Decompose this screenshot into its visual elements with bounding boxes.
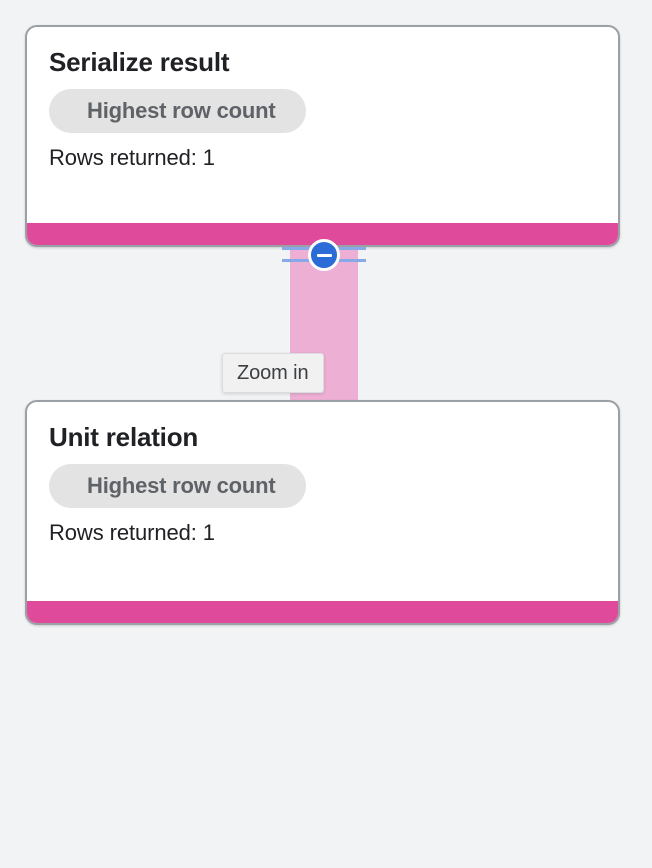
graph-node-unit-relation[interactable]: Unit relation Highest row count Rows ret…: [25, 400, 620, 625]
node-badge-highest-row-count: Highest row count: [49, 89, 306, 133]
edge-handle-cluster[interactable]: [282, 239, 366, 271]
node-rows-returned: Rows returned: 1: [49, 520, 215, 545]
node-badge-row: Highest row count: [49, 464, 596, 508]
node-footer-bar: [27, 223, 618, 245]
drag-handle-lines-left-icon: [282, 240, 318, 270]
node-rows-returned: Rows returned: 1: [49, 145, 215, 170]
node-body: Serialize result Highest row count Rows …: [27, 27, 618, 181]
node-body: Unit relation Highest row count Rows ret…: [27, 402, 618, 556]
minus-glyph: [316, 253, 332, 257]
node-title: Serialize result: [49, 47, 230, 77]
zoom-in-tooltip: Zoom in: [222, 353, 324, 393]
drag-handle-lines-right-icon: [330, 240, 366, 270]
graph-node-serialize-result[interactable]: Serialize result Highest row count Rows …: [25, 25, 620, 247]
node-footer-bar: [27, 601, 618, 623]
minus-circle-icon[interactable]: [308, 239, 340, 271]
node-badge-row: Highest row count: [49, 89, 596, 133]
node-title: Unit relation: [49, 422, 199, 452]
node-badge-highest-row-count: Highest row count: [49, 464, 306, 508]
